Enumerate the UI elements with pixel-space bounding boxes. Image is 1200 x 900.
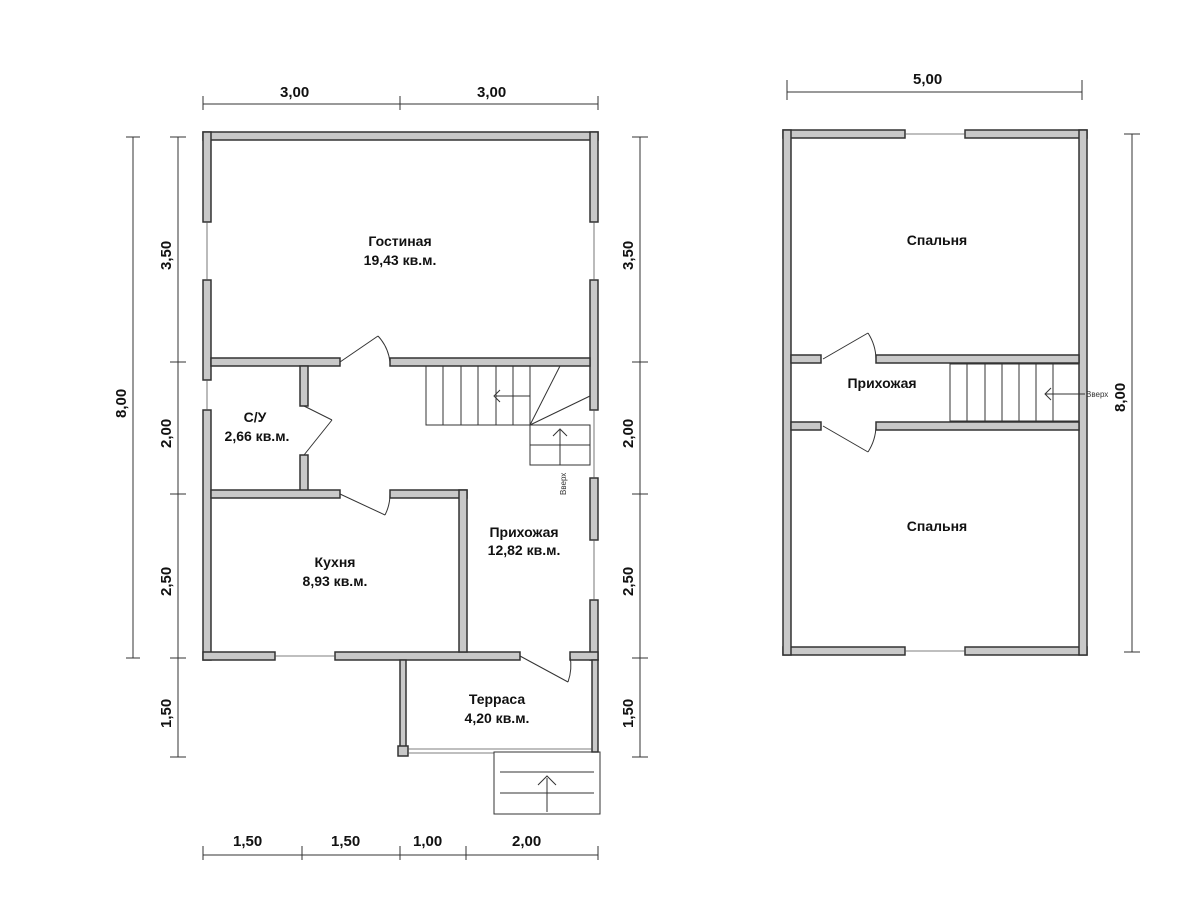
wall <box>589 131 599 223</box>
room-area: 12,82 кв.м. <box>488 542 561 558</box>
door[interactable] <box>519 655 572 683</box>
wall <box>964 129 1088 139</box>
dimension-label: 2,50 <box>620 567 637 596</box>
door[interactable] <box>822 332 877 360</box>
wall <box>790 354 822 364</box>
wall <box>389 357 591 367</box>
staircase: Вверх <box>425 365 591 495</box>
door[interactable] <box>822 425 877 453</box>
room-name: С/У <box>244 409 267 425</box>
wall <box>875 421 1080 431</box>
wall <box>589 477 599 541</box>
wall <box>202 279 212 381</box>
dimension-lines <box>126 96 648 860</box>
room-area: 8,93 кв.м. <box>303 573 368 589</box>
dimension-label: 3,00 <box>477 84 506 101</box>
dimension-label: 8,00 <box>1112 383 1129 412</box>
dimension-label: 1,00 <box>413 833 442 850</box>
dimension-lines <box>786 80 1140 653</box>
dimension-label: 2,50 <box>158 567 175 596</box>
room-area: 2,66 кв.м. <box>225 428 290 444</box>
wall <box>589 279 599 411</box>
dimension-label: 1,50 <box>233 833 262 850</box>
room-area: 19,43 кв.м. <box>364 252 437 268</box>
wall <box>790 421 822 431</box>
door[interactable] <box>339 493 391 516</box>
room-name: Терраса <box>469 691 525 707</box>
room-name: Спальня <box>907 232 967 248</box>
door[interactable] <box>339 335 391 363</box>
wall <box>299 365 309 407</box>
wall <box>202 131 212 223</box>
wall <box>458 489 468 653</box>
wall <box>334 651 521 661</box>
dimension-label: 2,00 <box>158 419 175 448</box>
dimension-label: 1,50 <box>331 833 360 850</box>
dimension-label: 1,50 <box>620 699 637 728</box>
wall <box>782 129 792 656</box>
stair-up-label: Вверх <box>559 473 568 495</box>
door[interactable] <box>303 405 333 456</box>
dimension-label: 2,00 <box>620 419 637 448</box>
wall <box>875 354 1080 364</box>
wall <box>299 454 309 493</box>
wall <box>589 599 599 661</box>
staircase: Вверх <box>949 363 1108 422</box>
dimension-label: 1,50 <box>158 699 175 728</box>
terrace <box>397 659 601 815</box>
wall <box>964 646 1088 656</box>
room-name: Прихожая <box>489 524 558 540</box>
wall <box>782 129 906 139</box>
wall <box>569 651 599 661</box>
dimension-label: 8,00 <box>113 389 130 418</box>
room-area: 4,20 кв.м. <box>465 710 530 726</box>
dimension-label: 3,50 <box>620 241 637 270</box>
room-name: Кухня <box>315 554 356 570</box>
wall <box>202 651 276 661</box>
room-name: Гостиная <box>368 233 431 249</box>
dimension-label: 2,00 <box>512 833 541 850</box>
wall <box>202 409 212 661</box>
dimension-label: 5,00 <box>913 71 942 88</box>
dimension-label: 3,00 <box>280 84 309 101</box>
wall <box>389 489 468 499</box>
room-name: Спальня <box>907 518 967 534</box>
wall <box>210 357 341 367</box>
room-name: Прихожая <box>847 375 916 391</box>
wall <box>202 131 599 141</box>
floor-2-plan: Вверх Спальня Прихожая Спальня 5,00 8,00 <box>782 71 1140 656</box>
wall <box>210 489 341 499</box>
wall <box>782 646 906 656</box>
dimension-label: 3,50 <box>158 241 175 270</box>
stair-up-label: Вверх <box>1086 390 1108 399</box>
floor-1-plan: Вверх Гостиная 19,43 кв.м. С/У 2,66 кв.м… <box>113 84 648 860</box>
